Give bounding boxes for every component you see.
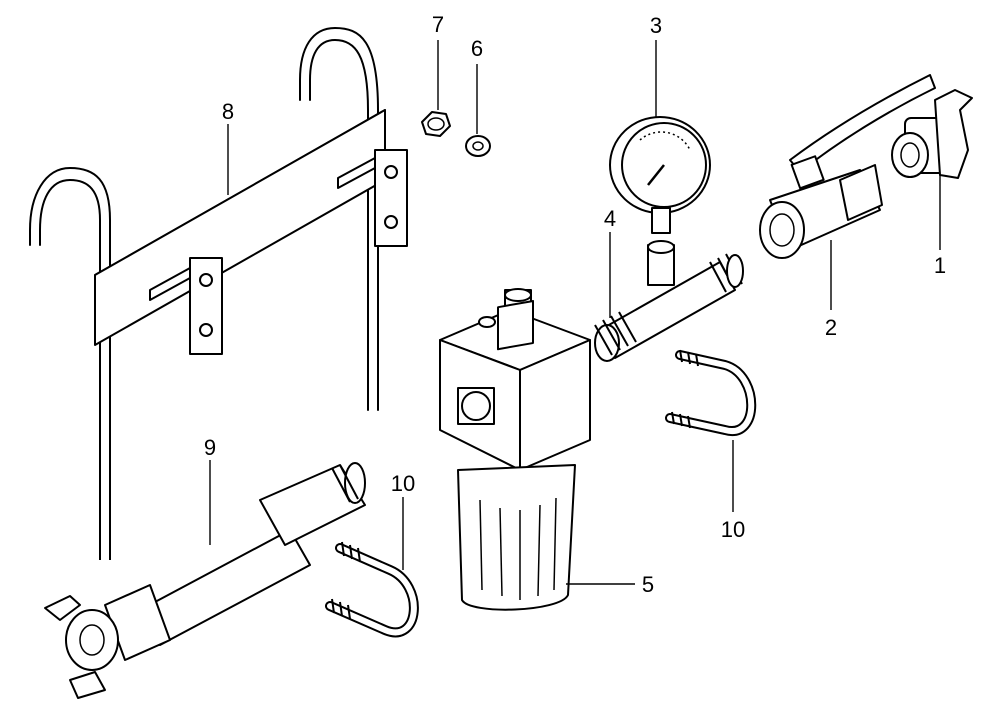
washer [465,135,491,157]
callout-8: 8 [222,99,234,124]
claw-coupling [891,89,973,179]
callout-6: 6 [471,36,483,61]
callout-3: 3 [650,13,662,38]
u-bolt-upper [665,349,757,436]
callout-5: 5 [642,572,654,597]
callout-1: 1 [934,253,946,278]
hose-assembly [44,462,366,699]
callout-2: 2 [825,315,837,340]
leader-lines [209,40,941,585]
pressure-gauge [609,116,711,234]
callout-4: 4 [604,206,616,231]
filter-unit [439,288,591,611]
callout-10-right: 10 [721,517,745,542]
hex-nut [421,111,451,137]
callout-7: 7 [432,12,444,37]
mounting-bracket [29,27,408,560]
callout-10-left: 10 [391,471,415,496]
u-bolt-lower [325,541,419,638]
ball-valve [759,74,936,259]
callout-9: 9 [204,435,216,460]
tee-fitting [594,240,744,362]
